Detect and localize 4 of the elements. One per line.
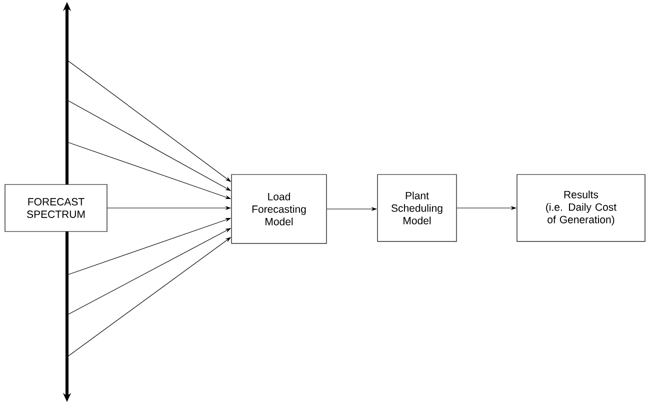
process-box: Load Forecasting Model [231,174,327,244]
process-box: FORECAST SPECTRUM [4,184,108,232]
process-box: Plant Scheduling Model [377,174,457,242]
result-box: Results (i.e. Daily Cost of Generation) [516,174,646,242]
